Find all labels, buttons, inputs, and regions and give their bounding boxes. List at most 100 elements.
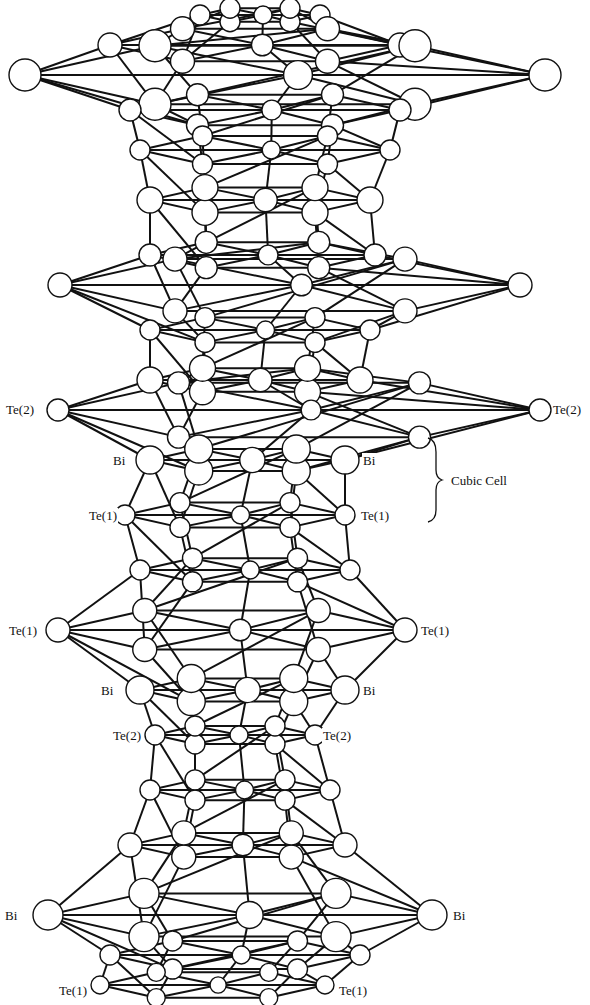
- atom-circle: [192, 199, 218, 225]
- atom-circle: [220, 0, 240, 18]
- atom-circle: [279, 845, 303, 869]
- atom-circle: [399, 30, 431, 62]
- bond-line: [25, 74, 298, 76]
- atom-circle: [139, 244, 161, 266]
- atom-circle: [321, 922, 351, 952]
- atom-circle: [340, 560, 360, 580]
- atom-circle: [163, 299, 187, 323]
- bond-line: [58, 410, 150, 460]
- bond-line: [155, 46, 298, 75]
- atom-circle: [393, 299, 417, 323]
- atom-circle: [236, 902, 263, 929]
- atom-label: Bi: [112, 453, 126, 468]
- atom-circle: [275, 790, 295, 810]
- atom-circle: [133, 598, 157, 622]
- bond-line: [173, 893, 337, 941]
- bond-line: [298, 74, 545, 76]
- bond-line: [179, 410, 312, 437]
- atom-circle: [393, 618, 417, 642]
- atom-circle: [171, 17, 195, 41]
- atom-circle: [393, 247, 417, 271]
- bond-line: [184, 856, 292, 858]
- atom-circle: [295, 355, 321, 381]
- atom-circle: [172, 821, 196, 845]
- bond-line: [100, 984, 218, 986]
- atom-circle: [98, 33, 122, 57]
- bond-line: [205, 317, 315, 319]
- atom-label: Te(2): [322, 728, 352, 743]
- atom-circle: [171, 49, 195, 73]
- atom-circle: [331, 446, 359, 474]
- atom-circle: [529, 399, 551, 421]
- atom-circle: [183, 548, 203, 568]
- bond-line: [58, 380, 150, 410]
- bond-line: [195, 779, 285, 781]
- atom-circle: [291, 274, 313, 296]
- atom-circle: [288, 959, 308, 979]
- bond-line: [140, 569, 250, 571]
- bond-line: [250, 914, 432, 916]
- bond-line: [272, 109, 400, 111]
- atom-circle: [195, 257, 217, 279]
- atom-circle: [145, 725, 165, 745]
- bond-line: [58, 410, 199, 471]
- atom-circle: [249, 368, 272, 391]
- atom-circle: [229, 619, 251, 641]
- atom-label: Te(1): [420, 623, 450, 638]
- atom-circle: [335, 505, 355, 525]
- atom-label: Te(1): [88, 508, 118, 523]
- atom-circle: [129, 922, 159, 952]
- bond-line: [58, 410, 179, 437]
- bond-line: [140, 149, 271, 151]
- atom-circle: [380, 140, 400, 160]
- atom-circle: [279, 821, 303, 845]
- atom-circle: [130, 560, 150, 580]
- atom-circle: [163, 247, 187, 271]
- atom-circle: [137, 367, 163, 393]
- bond-line: [266, 329, 371, 331]
- bond-line: [318, 610, 405, 630]
- bond-line: [48, 915, 173, 969]
- atom-circle: [177, 664, 205, 692]
- bond-line: [302, 284, 521, 286]
- bond-line: [218, 984, 325, 986]
- atom-label: Te(2): [552, 402, 582, 417]
- bond-line: [60, 285, 205, 342]
- atom-label: Te(1): [360, 508, 390, 523]
- bond-line: [198, 46, 416, 95]
- atom-circle: [232, 946, 250, 964]
- bond-line: [183, 28, 328, 30]
- atom-circle: [232, 506, 250, 524]
- bond-line: [308, 392, 541, 410]
- atom-circle: [140, 780, 160, 800]
- bond-line: [370, 285, 520, 330]
- bond-line: [125, 515, 193, 582]
- atom-circle: [409, 426, 431, 448]
- bond-line: [25, 75, 198, 125]
- bond-line: [206, 188, 315, 243]
- atom-circle: [262, 141, 280, 159]
- atom-label: Te(1): [58, 983, 88, 998]
- atom-circle: [288, 931, 308, 951]
- atom-circle: [91, 976, 109, 994]
- bond-line: [405, 285, 520, 311]
- atom-circle: [115, 505, 135, 525]
- atom-circle: [260, 963, 278, 981]
- bond-line: [144, 892, 336, 894]
- atom-circle: [235, 677, 260, 702]
- bond-line: [271, 149, 390, 151]
- bond-line: [144, 893, 250, 915]
- atom-circle: [409, 372, 431, 394]
- bond-line: [180, 502, 290, 504]
- atom-circle: [187, 84, 209, 106]
- atom-circle: [321, 878, 351, 908]
- atom-circle: [140, 320, 160, 340]
- atom-circle: [133, 638, 157, 662]
- atom-circle: [170, 493, 190, 513]
- atom-circle: [308, 257, 330, 279]
- bond-line: [360, 380, 540, 410]
- atom-circle: [33, 900, 63, 930]
- atom-label: Te(1): [338, 983, 368, 998]
- atom-circle: [360, 320, 380, 340]
- bond-line: [183, 60, 328, 62]
